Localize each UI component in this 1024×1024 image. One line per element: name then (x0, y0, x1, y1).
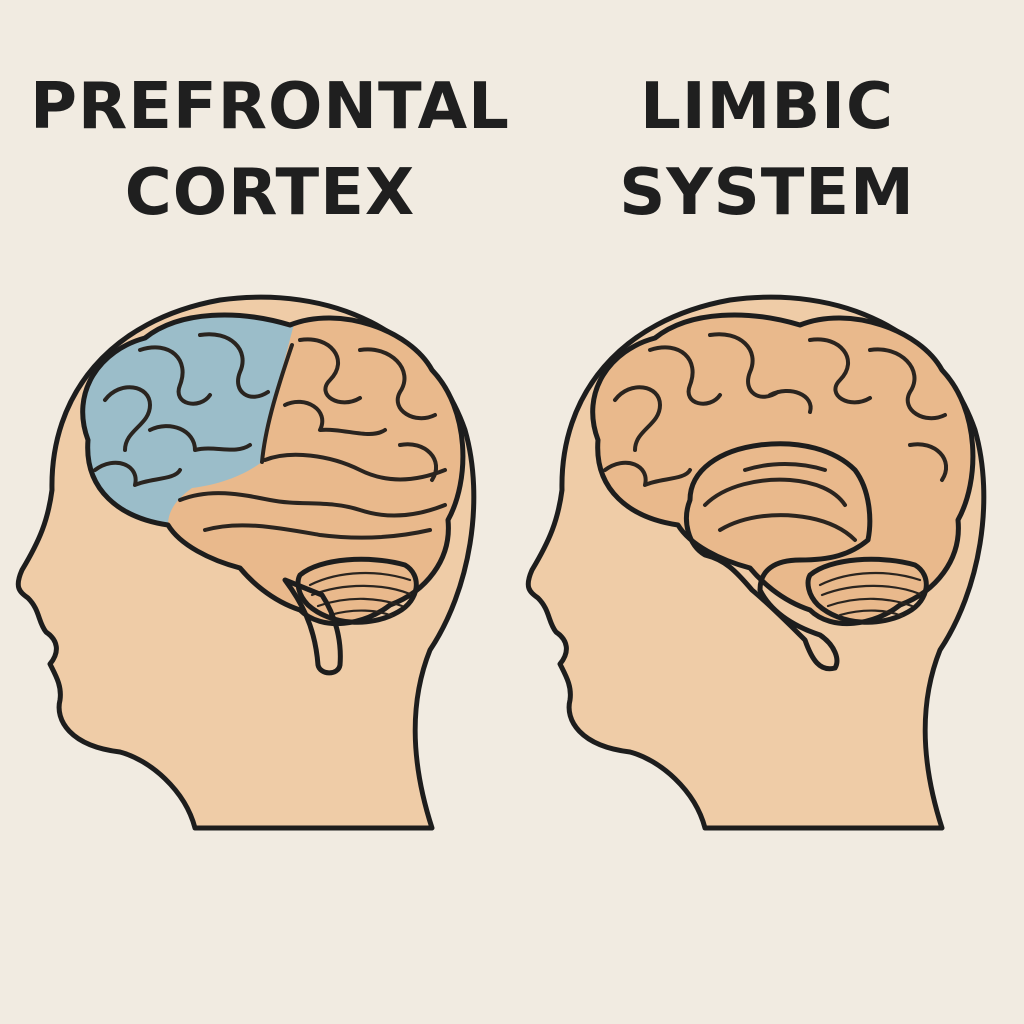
left-brain (40, 300, 463, 676)
right-brain-folds (603, 332, 949, 487)
left-brainstem (282, 577, 343, 676)
title-right-line1: LIMBIC (640, 70, 894, 144)
right-brain (593, 315, 973, 672)
title-left-line1: PREFRONTAL (30, 70, 510, 144)
prefrontal-cortex-title: PREFRONTAL CORTEX (0, 64, 540, 236)
left-brain-folds (93, 332, 447, 540)
limbic-system-title: LIMBIC SYSTEM (510, 64, 1024, 236)
title-left-line2: CORTEX (124, 156, 416, 230)
limbic-system-region (684, 441, 873, 672)
title-right-line2: SYSTEM (619, 156, 915, 230)
right-cerebellum (805, 556, 929, 625)
